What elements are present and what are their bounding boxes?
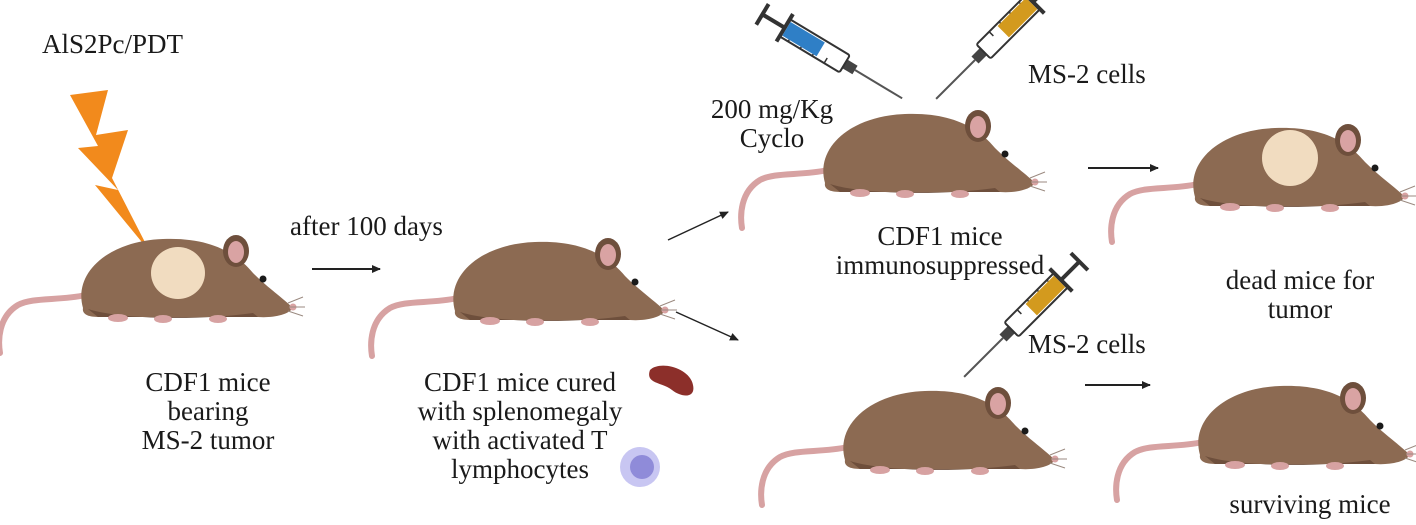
cured-mice-label: CDF1 mice cured with splenomegaly with a… [417, 367, 623, 484]
tumor-icon [1262, 130, 1318, 186]
cyclo-dose-label: 200 mg/Kg Cyclo [710, 94, 834, 153]
dead-mice-label: dead mice for tumor [1225, 265, 1375, 324]
mouse-icon [0, 235, 305, 353]
mouse-icon [371, 238, 677, 356]
ms2-bottom-label: MS-2 cells [1028, 329, 1146, 359]
lymphocyte-icon [620, 447, 660, 487]
arrow-icon [667, 211, 729, 241]
treatment-label: AlS2Pc/PDT [42, 29, 184, 59]
mouse-icon [1111, 124, 1416, 242]
surviving-mice-label: surviving mice [1229, 489, 1391, 519]
lightning-icon [70, 90, 150, 252]
mouse-icon [761, 387, 1067, 505]
syringe-icon [953, 250, 1091, 388]
tumor-icon [151, 247, 205, 299]
spleen-icon [649, 365, 694, 396]
ms2-top-label: MS-2 cells [1028, 59, 1146, 89]
immuno-mice-label: CDF1 mice immunosuppressed [835, 221, 1045, 280]
mouse-icon [1116, 382, 1416, 500]
after-days-label: after 100 days [290, 211, 443, 241]
start-mice-label: CDF1 mice bearing MS-2 tumor [141, 367, 275, 455]
arrow-icon [675, 311, 739, 341]
syringe-icon [925, 0, 1063, 110]
syringe-icon [752, 0, 913, 115]
